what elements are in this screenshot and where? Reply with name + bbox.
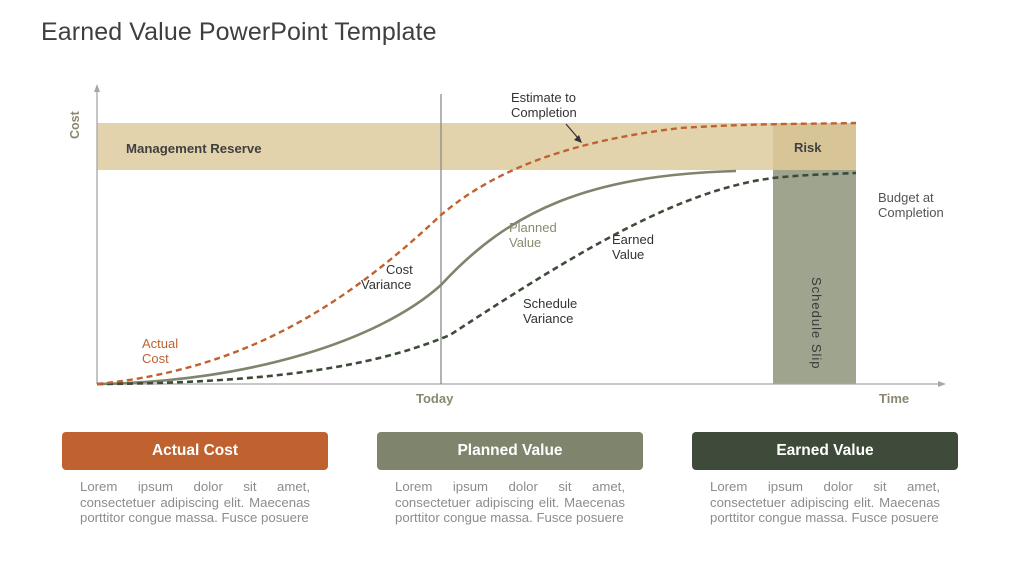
etc-pointer-line: [565, 123, 579, 139]
x-axis-arrow: [938, 381, 946, 387]
card-planned-value-header: Planned Value: [377, 432, 643, 470]
etc-label-2: Completion: [511, 105, 577, 120]
earned-value-chart: Cost Time Today Management Reserve Risk …: [68, 84, 946, 406]
y-axis-arrow: [94, 84, 100, 92]
management-reserve-band: [97, 123, 773, 170]
earned-value-label-2: Value: [612, 247, 644, 262]
card-actual-cost: Actual Cost Lorem ipsum dolor sit amet, …: [62, 432, 328, 526]
x-axis-label: Time: [879, 391, 909, 406]
earned-value-curve: [96, 171, 857, 386]
card-actual-cost-header: Actual Cost: [62, 432, 328, 470]
card-planned-value: Planned Value Lorem ipsum dolor sit amet…: [377, 432, 643, 526]
cost-variance-label-1: Cost: [386, 262, 413, 277]
budget-at-completion-label-2: Completion: [878, 205, 944, 220]
cost-variance-label-2: Variance: [361, 277, 411, 292]
etc-label-1: Estimate to: [511, 90, 576, 105]
schedule-variance-label-2: Variance: [523, 311, 573, 326]
schedule-variance-label-1: Schedule: [523, 296, 577, 311]
planned-value-label-1: Planned: [509, 220, 557, 235]
etc-pointer-arrow: [574, 135, 582, 143]
today-label: Today: [416, 391, 454, 406]
earned-value-label-1: Earned: [612, 232, 654, 247]
risk-label: Risk: [794, 140, 822, 155]
slide-title: Earned Value PowerPoint Template: [41, 18, 437, 46]
schedule-slip-label: Schedule Slip: [809, 277, 824, 370]
card-earned-value-text: Lorem ipsum dolor sit amet, consectetuer…: [710, 479, 940, 526]
planned-value-label-2: Value: [509, 235, 541, 250]
y-axis-label: Cost: [68, 110, 82, 139]
actual-cost-label-2: Cost: [142, 351, 169, 366]
actual-cost-label-1: Actual: [142, 336, 178, 351]
risk-box: [773, 123, 856, 170]
planned-value-curve: [96, 169, 737, 386]
schedule-slip-box: [773, 170, 856, 384]
card-actual-cost-text: Lorem ipsum dolor sit amet, consectetuer…: [80, 479, 310, 526]
card-earned-value: Earned Value Lorem ipsum dolor sit amet,…: [692, 432, 958, 526]
budget-at-completion-label-1: Budget at: [878, 190, 934, 205]
card-earned-value-header: Earned Value: [692, 432, 958, 470]
card-planned-value-text: Lorem ipsum dolor sit amet, consectetuer…: [395, 479, 625, 526]
actual-cost-curve: [96, 121, 857, 386]
management-reserve-label: Management Reserve: [126, 141, 262, 156]
